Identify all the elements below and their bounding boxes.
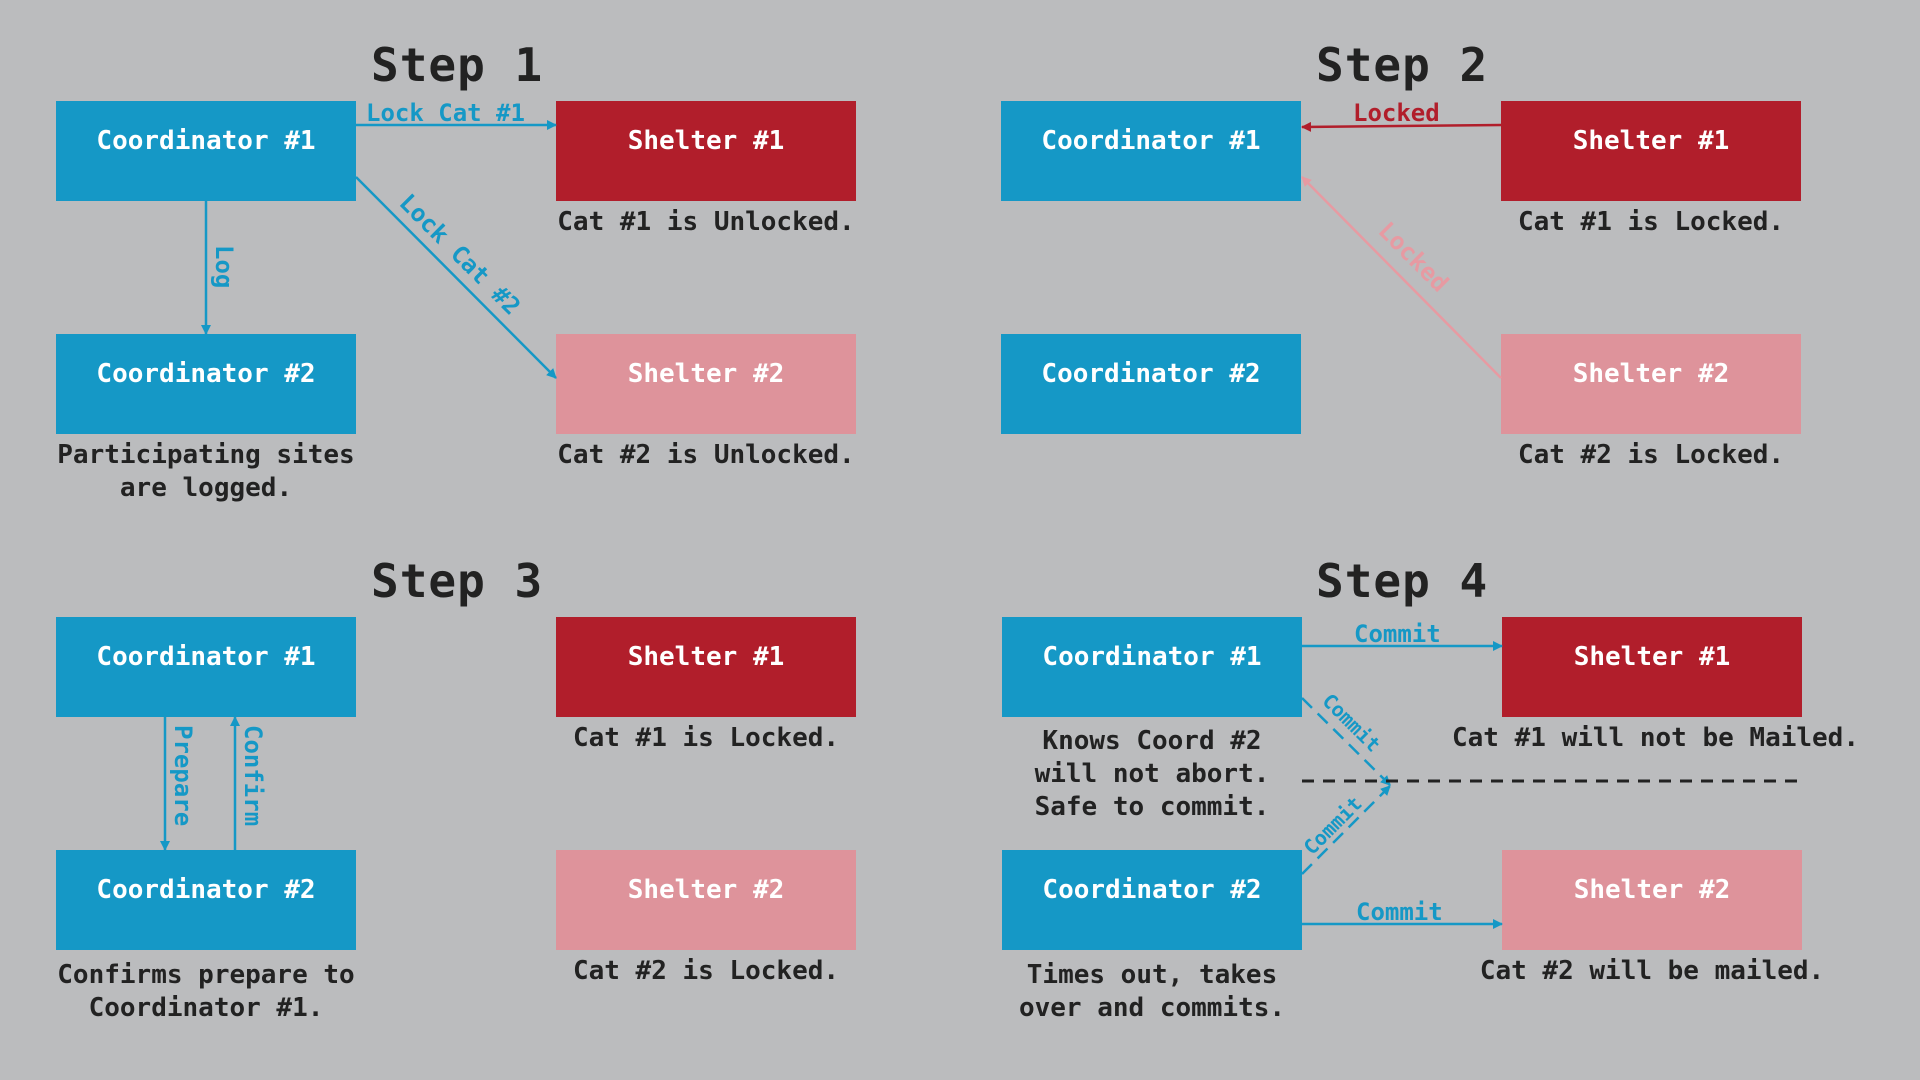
step1-arrow-log-label: Log: [210, 245, 238, 288]
caption-line: Knows Coord #2: [1042, 726, 1262, 756]
step3-shelter1-caption: Cat #1 is Locked.: [572, 723, 840, 753]
step3-shelter2-box: Shelter #2: [556, 850, 856, 950]
step3-arrow-prepare-label: Prepare: [169, 725, 197, 826]
step4-shelter2-label: Shelter #2: [1573, 875, 1731, 905]
step3-coordinator2-caption: Confirms prepare to Coordinator #1.: [6, 959, 406, 1025]
caption-line: Participating sites: [57, 440, 355, 470]
step2-coordinator2-label: Coordinator #2: [1041, 359, 1261, 389]
step4-coordinator2-box: Coordinator #2: [1002, 850, 1302, 950]
caption-line: Safe to commit.: [1034, 792, 1270, 822]
step4-shelter1-box: Shelter #1: [1502, 617, 1802, 717]
step1-arrow-lock-cat1-label: Lock Cat #1: [366, 99, 525, 127]
step2-arrow-locked-shelter2: [1301, 176, 1502, 379]
step4-coordinator1-label: Coordinator #1: [1042, 642, 1262, 672]
step2-coordinator1-label: Coordinator #1: [1041, 126, 1261, 156]
caption-line: over and commits.: [1018, 993, 1286, 1023]
step2-shelter1-box: Shelter #1: [1501, 101, 1801, 201]
step2-coordinator1-box: Coordinator #1: [1001, 101, 1301, 201]
step4-shelter1-caption: Cat #1 will not be Mailed.: [1452, 723, 1859, 753]
caption-line: are logged.: [119, 473, 293, 503]
step3-title: Step 3: [371, 554, 544, 608]
step4-dashed-commit-from-coordinator2-label: Commit: [1299, 791, 1367, 859]
step3-shelter1-label: Shelter #1: [627, 642, 785, 672]
step1-shelter1-box: Shelter #1: [556, 101, 856, 201]
step4-shelter2-caption: Cat #2 will be mailed.: [1479, 956, 1825, 986]
step3-coordinator2-box: Coordinator #2: [56, 850, 356, 950]
step4-coordinator2-caption: Times out, takes over and commits.: [952, 959, 1352, 1025]
step2-shelter2-box: Shelter #2: [1501, 334, 1801, 434]
step1-arrow-lock-cat2: [355, 176, 557, 379]
caption-line: Times out, takes: [1026, 960, 1278, 990]
step4-coordinator1-box: Coordinator #1: [1002, 617, 1302, 717]
step2-shelter1-caption: Cat #1 is Locked.: [1517, 207, 1785, 237]
step4-shelter1-label: Shelter #1: [1573, 642, 1731, 672]
step1-shelter2-box: Shelter #2: [556, 334, 856, 434]
caption-line: Confirms prepare to: [57, 960, 355, 990]
step4-coordinator2-label: Coordinator #2: [1042, 875, 1262, 905]
step1-arrow-lock-cat2-label: Lock Cat #2: [394, 188, 526, 320]
step2-arrow-locked-shelter1-label: Locked: [1353, 99, 1440, 127]
step4-title: Step 4: [1316, 554, 1489, 608]
step1-coordinator2-caption: Participating sites are logged.: [6, 439, 406, 505]
step1-shelter1-label: Shelter #1: [627, 126, 785, 156]
caption-line: Coordinator #1.: [88, 993, 324, 1023]
step3-arrow-confirm-label: Confirm: [239, 725, 267, 826]
step1-shelter1-caption: Cat #1 is Unlocked.: [557, 207, 855, 237]
step1-coordinator1-label: Coordinator #1: [96, 126, 316, 156]
step4-coordinator1-caption: Knows Coord #2 will not abort. Safe to c…: [952, 725, 1352, 824]
step2-shelter2-caption: Cat #2 is Locked.: [1517, 440, 1785, 470]
step2-arrow-locked-shelter2-label: Locked: [1373, 216, 1454, 297]
step1-shelter2-label: Shelter #2: [627, 359, 785, 389]
step1-title: Step 1: [371, 38, 544, 92]
step1-coordinator1-box: Coordinator #1: [56, 101, 356, 201]
step4-arrow-commit-shelter1-label: Commit: [1354, 620, 1441, 648]
step3-coordinator2-label: Coordinator #2: [96, 875, 316, 905]
step2-shelter1-label: Shelter #1: [1572, 126, 1730, 156]
step3-coordinator1-box: Coordinator #1: [56, 617, 356, 717]
step3-shelter2-label: Shelter #2: [627, 875, 785, 905]
step2-arrow-locked-shelter1: [1301, 121, 1502, 132]
step2-coordinator2-box: Coordinator #2: [1001, 334, 1301, 434]
step1-shelter2-caption: Cat #2 is Unlocked.: [557, 440, 855, 470]
caption-line: will not abort.: [1034, 759, 1270, 789]
step1-coordinator2-label: Coordinator #2: [96, 359, 316, 389]
step3-shelter2-caption: Cat #2 is Locked.: [572, 956, 840, 986]
step4-shelter2-box: Shelter #2: [1502, 850, 1802, 950]
step3-coordinator1-label: Coordinator #1: [96, 642, 316, 672]
step3-shelter1-box: Shelter #1: [556, 617, 856, 717]
step4-arrow-commit-shelter2-label: Commit: [1356, 898, 1443, 926]
step1-coordinator2-box: Coordinator #2: [56, 334, 356, 434]
step2-shelter2-label: Shelter #2: [1572, 359, 1730, 389]
step2-title: Step 2: [1316, 38, 1489, 92]
